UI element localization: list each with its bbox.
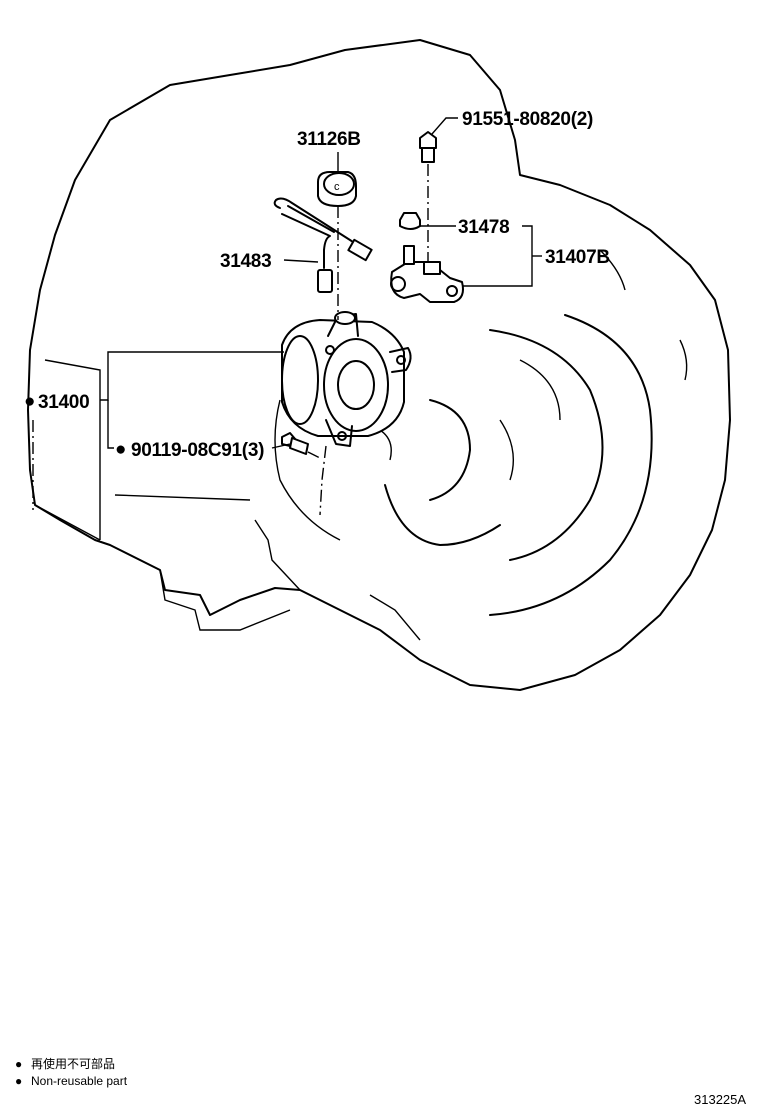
part-labels: 31126B 91551-80820(2) 31478 31407B 31483…	[24, 109, 610, 461]
cover-part: c	[317, 171, 357, 207]
transmission-housing-outline	[27, 39, 731, 691]
release-cylinder-part	[281, 311, 412, 447]
tube-part	[273, 197, 373, 293]
label-lower-bolt: 90119-08C91(3)	[131, 440, 264, 461]
label-release-cylinder: 31400	[38, 392, 89, 413]
label-union: 31407B	[545, 247, 610, 268]
label-bleeder: 31478	[458, 217, 509, 238]
nonreusable-marker: ●	[24, 391, 35, 412]
leader-lines	[100, 117, 542, 449]
legend-jp: 再使用不可部品	[31, 1056, 115, 1071]
upper-bolt-part	[419, 131, 437, 163]
bleeder-plug-part	[399, 212, 421, 230]
label-cover: 31126B	[297, 129, 361, 150]
assembly-lines	[32, 164, 429, 516]
figure-code: 313225A	[694, 1092, 746, 1107]
union-part	[390, 245, 464, 303]
legend-en: Non-reusable part	[31, 1074, 128, 1088]
nonreusable-marker: ●	[115, 439, 126, 460]
svg-text:c: c	[334, 181, 340, 193]
legend: ● 再使用不可部品 ● Non-reusable part	[15, 1056, 128, 1088]
lower-bolt-part	[281, 432, 309, 455]
label-upper-bolt: 91551-80820(2)	[462, 109, 593, 130]
legend-marker: ●	[15, 1057, 22, 1071]
legend-marker: ●	[15, 1074, 22, 1088]
label-tube: 31483	[220, 251, 271, 272]
